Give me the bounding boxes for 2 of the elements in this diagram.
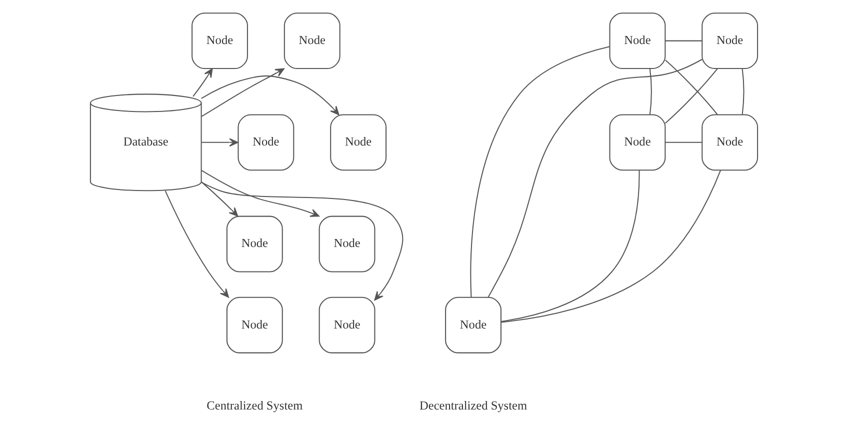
label: Decentralized System bbox=[418, 398, 527, 412]
label: Centralized System bbox=[206, 398, 302, 412]
